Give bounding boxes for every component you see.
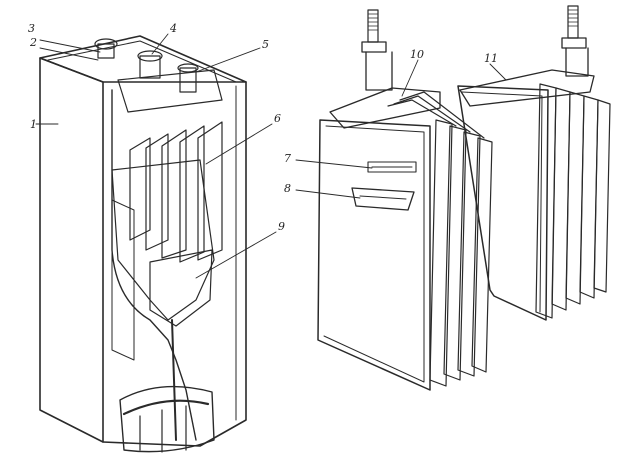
label-4: 4 xyxy=(169,22,177,35)
label-6: 6 xyxy=(274,112,281,125)
back-front-plate xyxy=(457,85,549,321)
leader-lines xyxy=(35,33,507,279)
case-front xyxy=(39,57,104,443)
label-3: 3 xyxy=(28,22,35,35)
case-side xyxy=(102,81,247,447)
bus-bar-10 xyxy=(329,87,441,129)
label-1: 1 xyxy=(30,118,37,131)
terminals xyxy=(94,38,199,93)
label-8: 8 xyxy=(284,182,291,195)
bottom-cutout xyxy=(119,385,215,453)
plate-group-back xyxy=(457,5,611,321)
lower-plates xyxy=(111,199,135,361)
inner-plates xyxy=(129,121,223,263)
cutaway-edge xyxy=(111,89,197,441)
battery-cell xyxy=(39,35,247,453)
label-2: 2 xyxy=(29,36,37,49)
label-11: 11 xyxy=(484,52,498,65)
front-plate xyxy=(317,119,431,391)
label-5: 5 xyxy=(262,38,269,51)
plate-stack xyxy=(111,159,215,321)
label-10: 10 xyxy=(410,48,424,61)
part-8 xyxy=(351,187,415,211)
separator xyxy=(149,249,213,327)
bus-bar-11 xyxy=(459,69,595,107)
part-7 xyxy=(367,161,417,173)
label-7: 7 xyxy=(284,152,291,165)
top-cover xyxy=(117,69,223,113)
plate-group-front xyxy=(317,9,493,391)
label-9: 9 xyxy=(278,220,285,233)
